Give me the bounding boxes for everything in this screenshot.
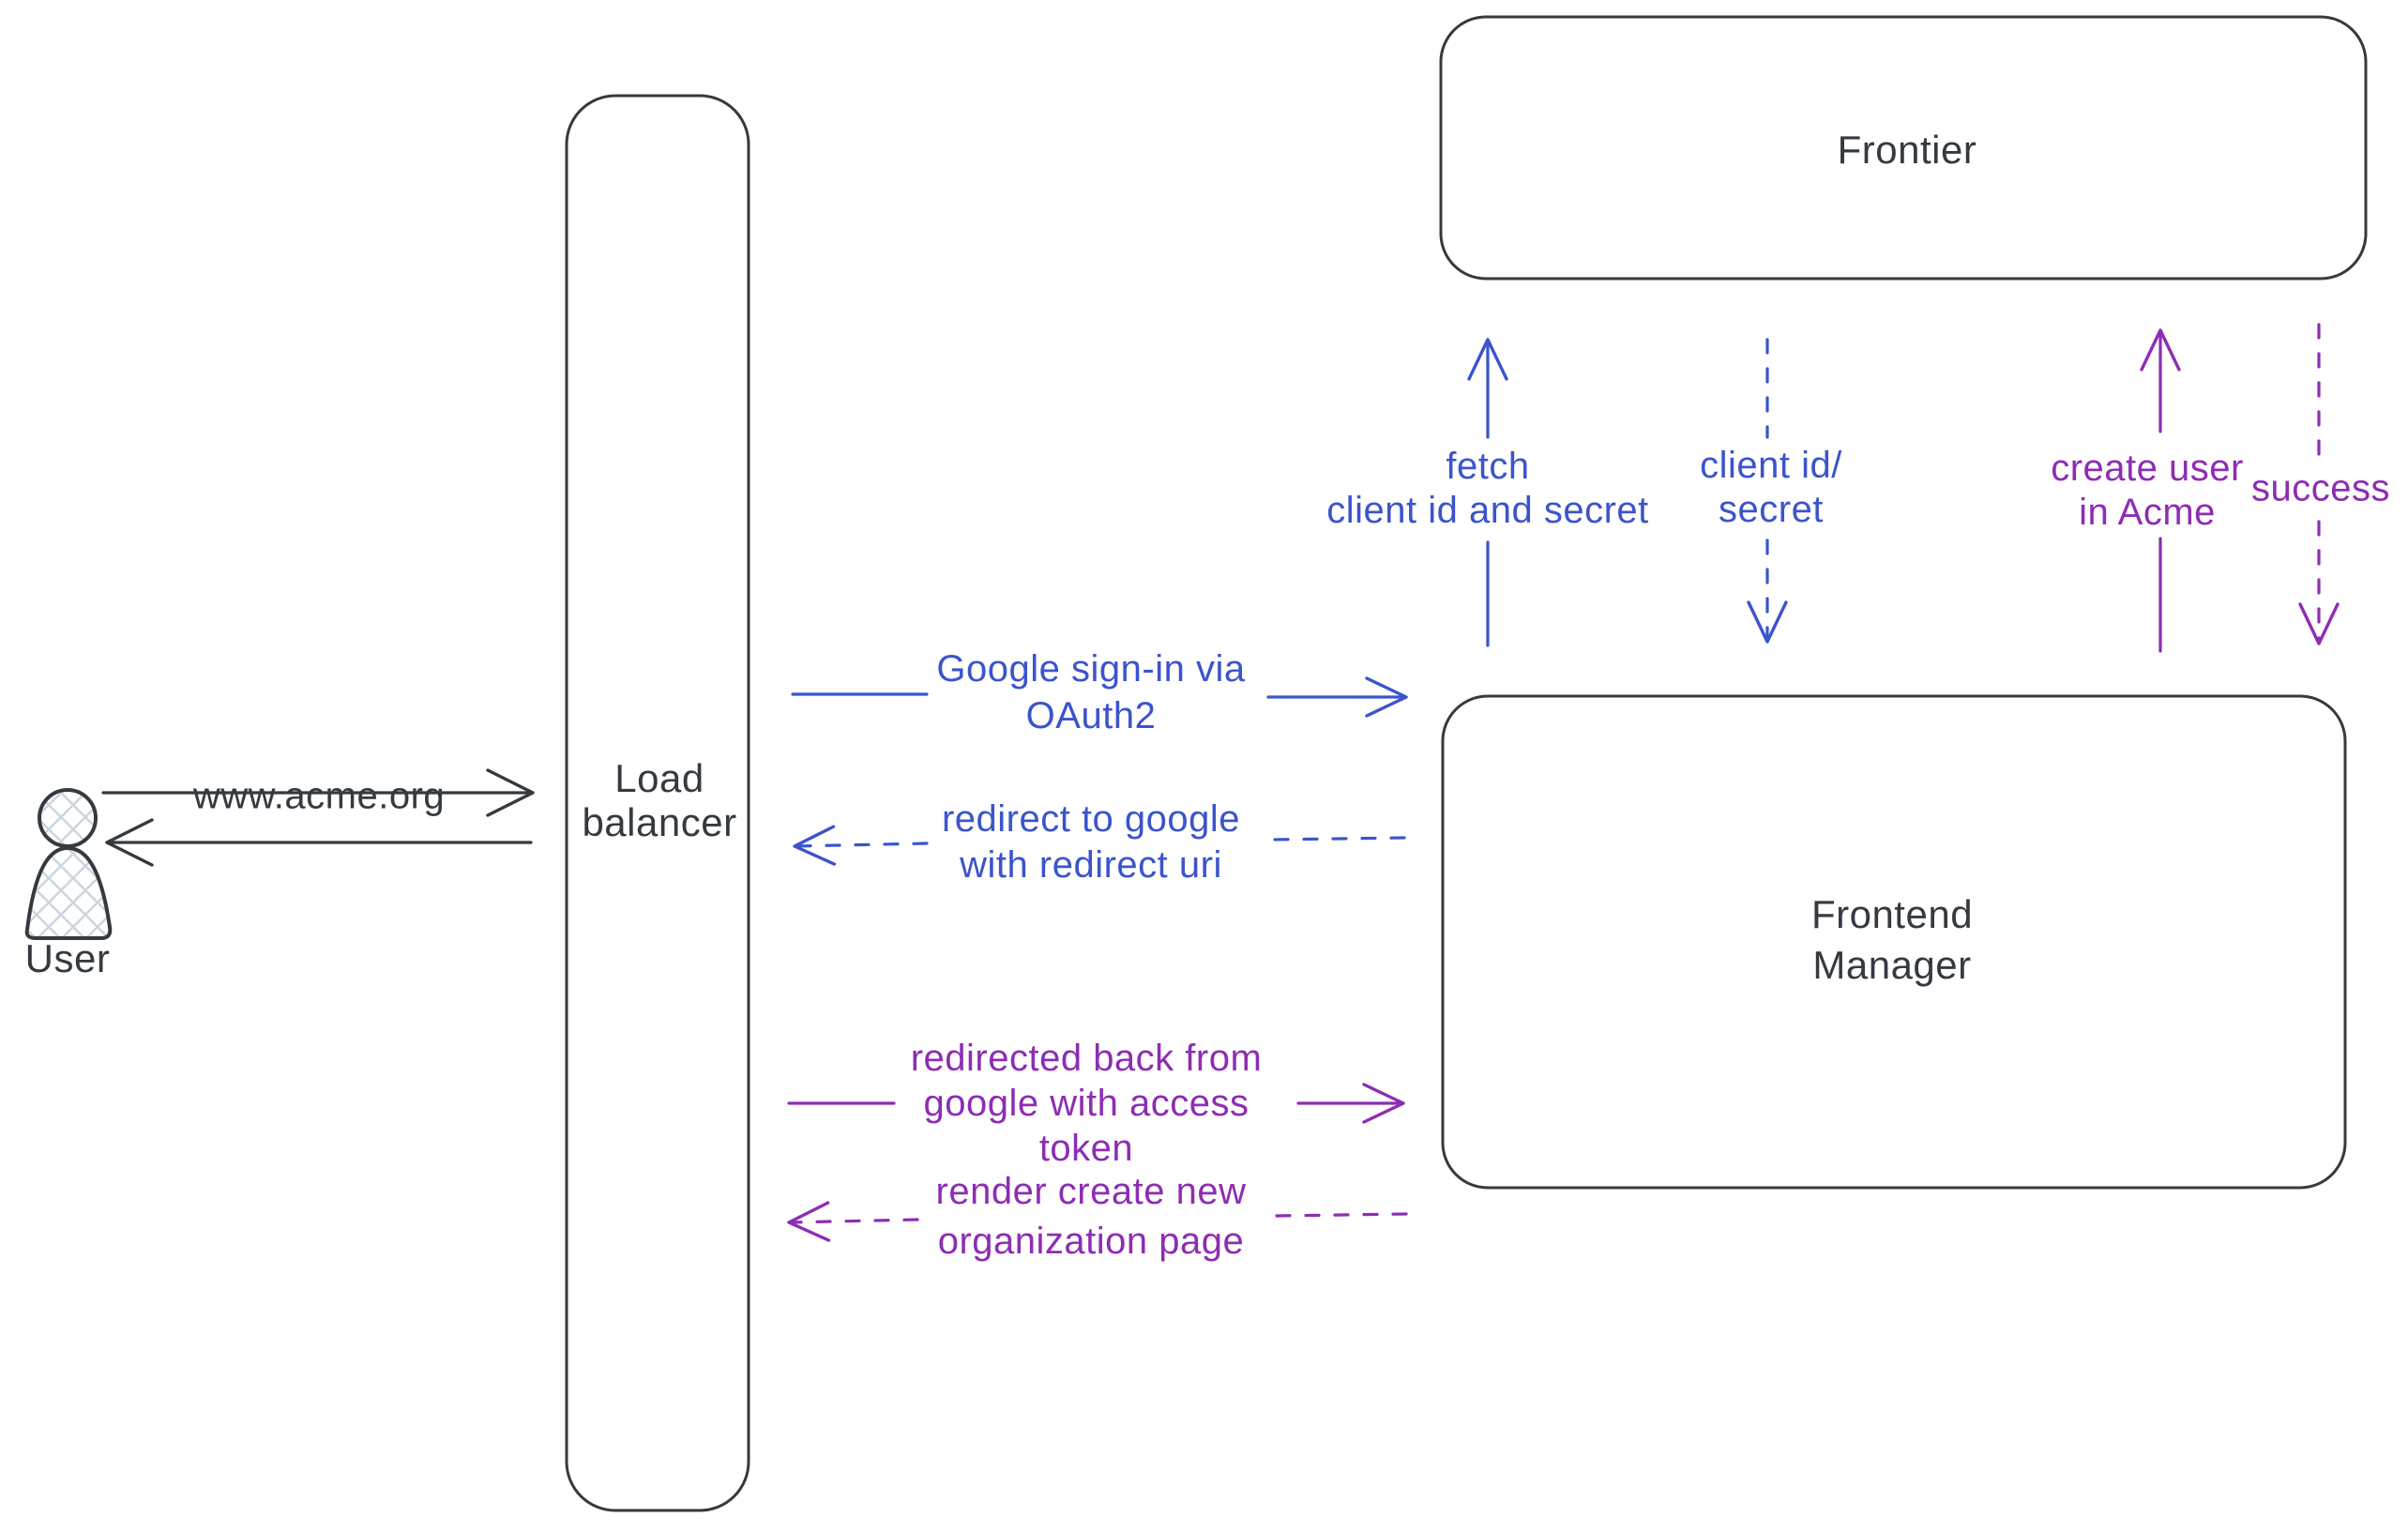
load-balancer-box bbox=[565, 94, 750, 1512]
message-label-acme-url: www.acme.org bbox=[192, 775, 446, 817]
message-label-fetch-client: fetch client id and secret bbox=[1326, 446, 1649, 531]
message-label-redirected-back: redirected back from google with access … bbox=[910, 1038, 1263, 1169]
message-label-render-create: render create new organization page bbox=[935, 1171, 1247, 1262]
load-balancer-label: Load balancer bbox=[582, 756, 737, 844]
frontend-manager-label: Frontend Manager bbox=[1810, 892, 1974, 987]
message-label-success: success bbox=[2251, 467, 2390, 509]
arrow-render-create-head bbox=[787, 1201, 919, 1242]
message-label-google-signin: Google sign-in via OAuth2 bbox=[936, 648, 1246, 736]
arrow-render-create-tail bbox=[1274, 1212, 1408, 1218]
frontend-manager-box bbox=[1441, 694, 2347, 1190]
arrow-redirect-google-head bbox=[793, 825, 929, 866]
user-label: User bbox=[24, 936, 111, 980]
message-label-redirect-google: redirect to google with redirect uri bbox=[941, 798, 1241, 886]
message-label-client-id-secret: client id/ secret bbox=[1700, 445, 1842, 530]
frontier-label: Frontier bbox=[1837, 128, 1977, 172]
message-label-create-user: create user in Acme bbox=[2051, 447, 2244, 533]
frontier-box bbox=[1439, 15, 2368, 281]
user-body bbox=[24, 846, 113, 940]
user-head bbox=[38, 788, 98, 848]
arrow-redirect-google-tail bbox=[1269, 836, 1406, 842]
user-figure bbox=[24, 788, 113, 940]
